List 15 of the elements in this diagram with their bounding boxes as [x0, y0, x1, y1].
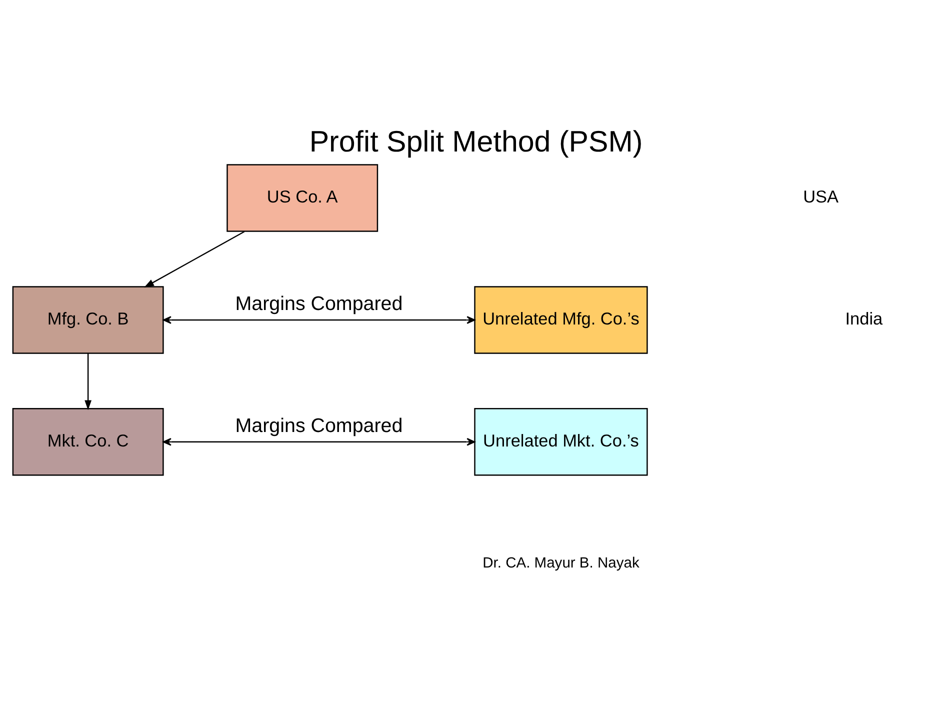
- arrow: [84, 354, 92, 410]
- diagram-title: Profit Split Method (PSM): [309, 126, 643, 158]
- arrow: [162, 438, 476, 446]
- node-box: Mfg. Co. B: [12, 286, 164, 354]
- node-box: Unrelated Mkt. Co.’s: [474, 408, 648, 476]
- label: Dr. CA. Mayur B. Nayak: [482, 556, 640, 572]
- node-box: Mkt. Co. C: [12, 408, 164, 476]
- edge-label: Margins Compared: [235, 292, 403, 315]
- arrow: [144, 231, 245, 288]
- node-box: US Co. A: [226, 164, 378, 232]
- arrow: [162, 316, 476, 324]
- edge-label: Margins Compared: [235, 414, 403, 437]
- label: USA: [803, 186, 839, 207]
- node-box: Unrelated Mfg. Co.’s: [474, 286, 648, 354]
- label: India: [845, 308, 883, 329]
